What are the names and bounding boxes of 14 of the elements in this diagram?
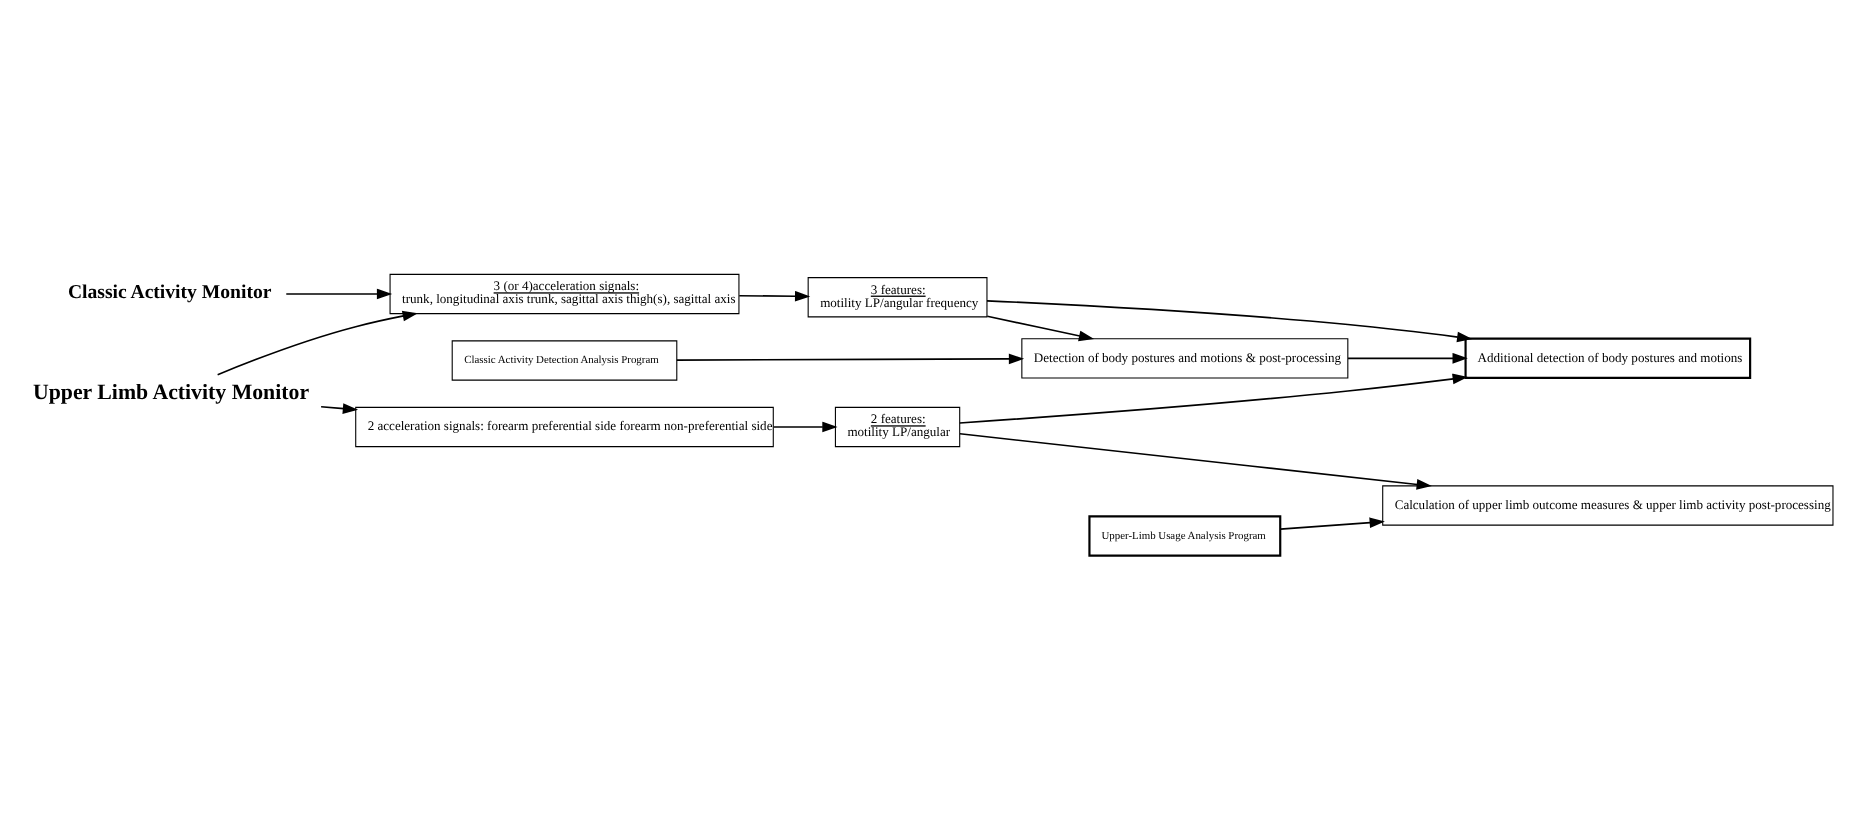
arrow: [216, 309, 418, 375]
arrow: [959, 431, 1432, 489]
arrow: [1347, 351, 1468, 363]
arrow: [986, 314, 1095, 341]
arrow: [676, 352, 1025, 364]
node-text: Classic Activity Monitor: [67, 280, 272, 303]
arrow: [1279, 516, 1385, 529]
arrow: [320, 402, 359, 413]
arrow: [738, 289, 811, 301]
node-text: Upper Limb Activity Monitor: [33, 379, 310, 404]
arrow: [958, 372, 1468, 423]
arrow: [285, 287, 393, 299]
arrow: [986, 299, 1473, 342]
arrow: [772, 420, 838, 432]
